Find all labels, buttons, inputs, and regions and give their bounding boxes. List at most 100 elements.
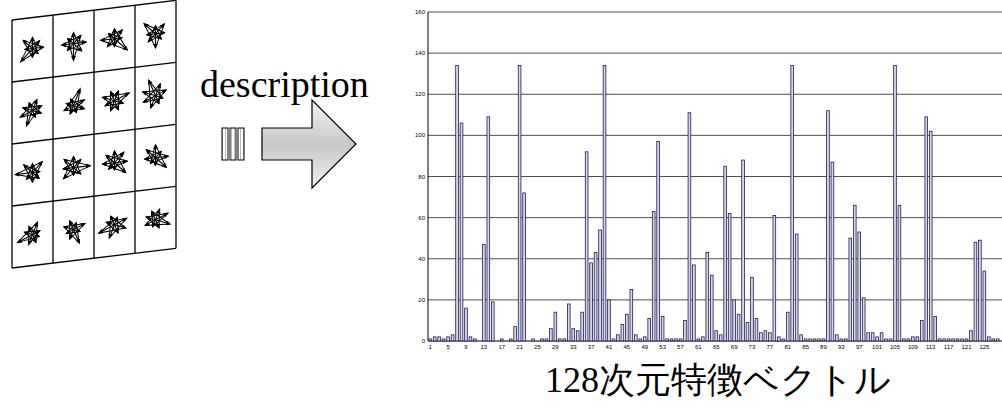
bar [983,271,986,341]
bar-chart [428,12,1002,341]
bar [742,160,745,341]
bar [880,333,883,341]
bar [639,339,642,341]
bar [715,331,718,341]
bar [764,331,767,341]
bar [643,337,646,341]
axis-tick: 101 [872,344,882,350]
bar [925,117,928,341]
axis-tick: 49 [641,344,648,350]
bar [572,329,575,341]
bar [474,339,477,341]
bar [840,339,843,341]
bar [491,302,494,341]
bar [451,335,454,341]
gridline [428,94,1002,95]
axis-tick: 1 [429,344,432,350]
grid-line [12,124,176,144]
bar [500,339,503,341]
axis-tick: 5 [446,344,449,350]
bar [684,320,687,341]
gridline [428,53,1002,54]
bar [996,339,999,341]
bar [670,339,673,341]
bar [773,216,776,341]
bar [433,337,436,341]
bar [867,333,870,341]
grid-line [134,5,135,253]
bar [813,339,816,341]
gridline [428,135,1002,136]
axis-tick: 17 [498,344,505,350]
bar [550,329,553,341]
bar [697,339,700,341]
bar [858,232,861,341]
star-outline [101,27,127,53]
bar [853,205,856,341]
bar [679,339,682,341]
axis-tick: 40 [418,256,425,262]
bar [693,265,696,341]
axis-tick: 93 [838,344,845,350]
bar [956,339,959,341]
bar [947,339,950,341]
description-arrow [222,100,356,188]
axis-tick: 117 [944,344,954,350]
bar [460,123,463,341]
bar [943,339,946,341]
axis-tick: 29 [552,344,559,350]
bar [514,327,517,341]
bar [456,65,459,341]
bar [563,339,566,341]
bar [603,65,606,341]
bar [733,300,736,341]
bar [898,205,901,341]
bar [558,339,561,341]
grid-line [12,248,176,268]
star-outline [145,143,169,169]
bar [661,316,664,341]
bar [608,300,611,341]
bar [777,337,780,341]
bar [818,339,821,341]
axis-tick: 77 [767,344,774,350]
gridline [428,176,1002,177]
axis-tick: 0 [422,338,425,344]
descriptor-grid [12,0,176,268]
bar [903,339,906,341]
bar [652,211,655,341]
bar [483,244,486,341]
star-outline [63,155,90,179]
bar [719,335,722,341]
gridline [428,299,1002,300]
star-outline [144,21,164,49]
axis-tick: 69 [731,344,738,350]
axis-tick: 53 [659,344,666,350]
bar [920,320,923,341]
axis-tick: 120 [415,91,425,97]
bar [617,335,620,341]
bar [590,263,593,341]
bar [961,339,964,341]
star-outline [145,208,170,229]
star-outline [20,99,41,126]
bar [465,308,468,341]
bar [795,234,798,341]
bar [800,335,803,341]
axis-tick: 97 [856,344,863,350]
bar [751,277,754,341]
star-outline [62,31,86,61]
axis-tick: 57 [677,344,684,350]
bar [594,253,597,341]
axis-tick: 89 [820,344,827,350]
bar [567,304,570,341]
bar [987,337,990,341]
bar [974,242,977,341]
bar [585,152,588,341]
axis-tick: 160 [415,9,425,15]
bar [648,318,651,341]
axis-tick: 65 [713,344,720,350]
grid-line [12,186,176,206]
bar [554,312,557,341]
bar [518,65,521,341]
